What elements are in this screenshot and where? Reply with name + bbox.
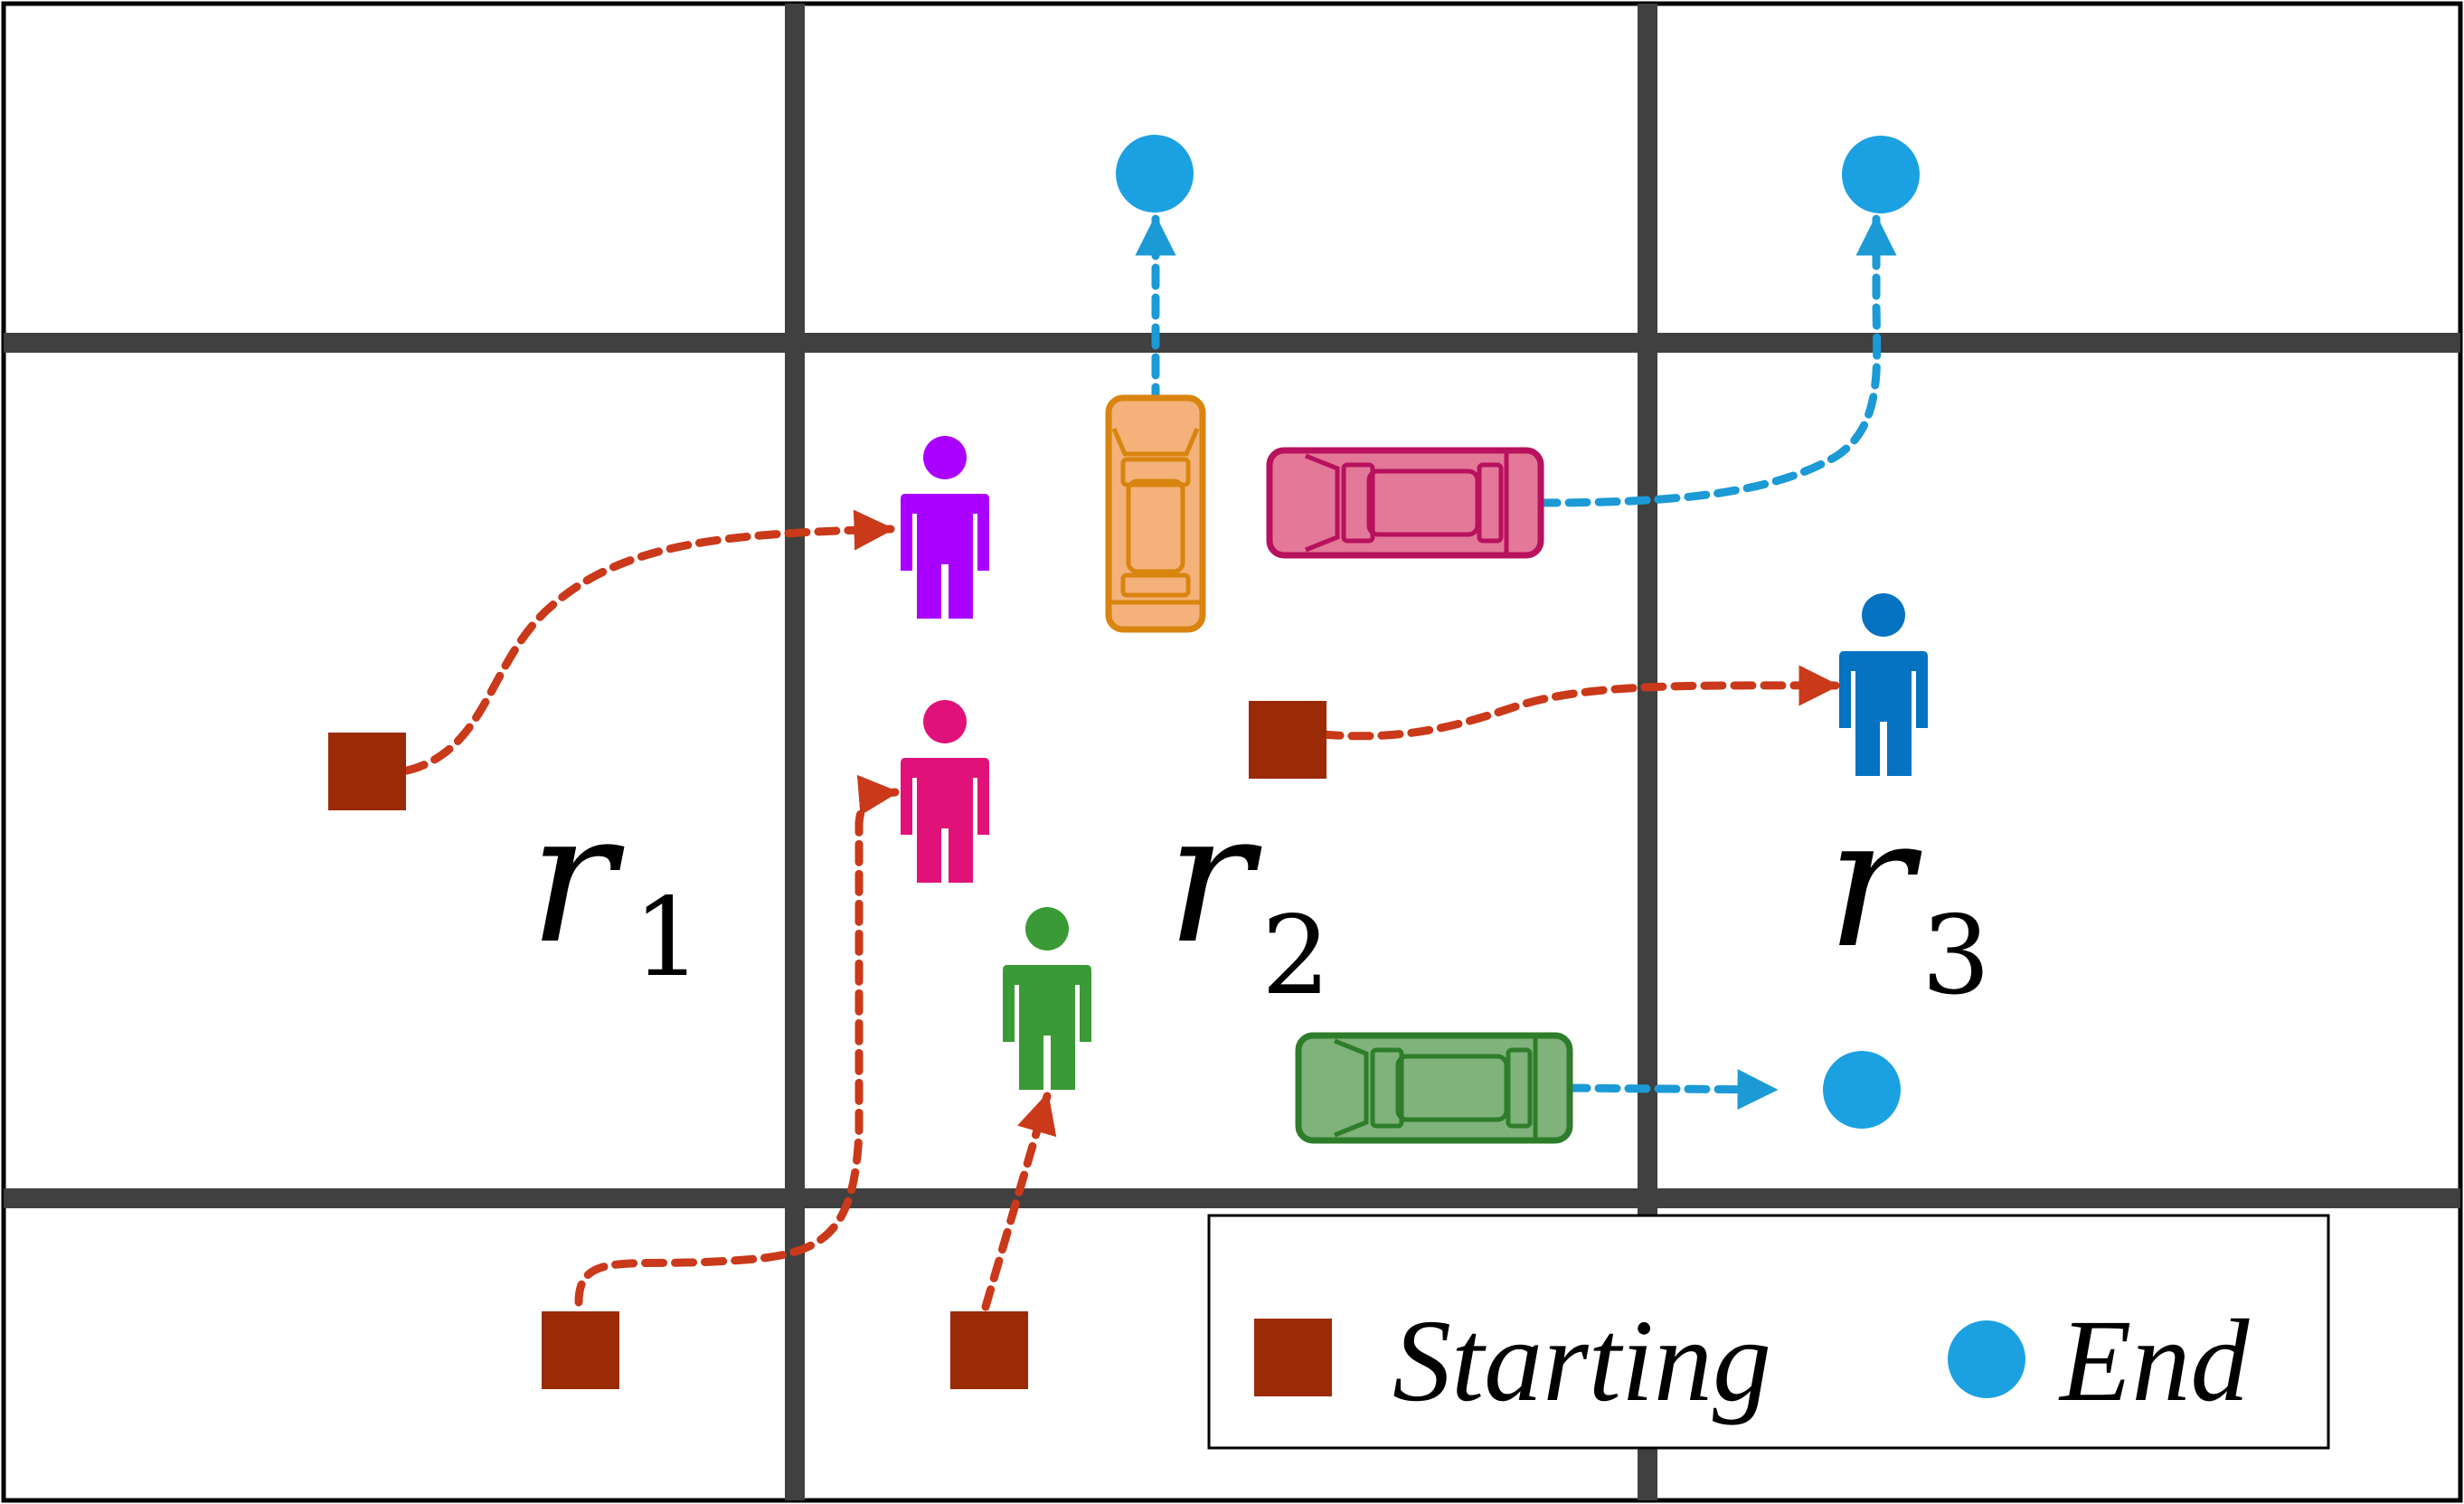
trajectories-from-vehicles: [1135, 214, 1897, 1111]
legend: Starting End: [1207, 1214, 2330, 1450]
region-label-r2-sub: 2: [1261, 894, 1330, 1019]
trajectory-to-magenta-person: [574, 774, 900, 1307]
end-marker: [1842, 136, 1920, 213]
trajectory-pink-car-to-end: [1534, 214, 1897, 507]
start-marker: [1249, 701, 1326, 779]
trajectory-to-blue-person: [1317, 665, 1840, 741]
end-marker: [1823, 1051, 1901, 1129]
region-label-r1-base: r: [529, 773, 625, 984]
trajectory-green-car-to-end: [1564, 1069, 1779, 1111]
region-label-r2: r 2: [1166, 773, 1330, 1019]
car-orange-icon: [1105, 394, 1206, 633]
trajectories-to-persons: [402, 509, 1840, 1311]
legend-start-marker: [1254, 1319, 1332, 1396]
region-label-r1: r 1: [529, 773, 702, 1001]
legend-box: [1207, 1214, 2330, 1450]
legend-end-label: End: [2058, 1296, 2250, 1426]
trajectory-to-purple-person: [402, 509, 895, 775]
car-green-icon: [1295, 1032, 1573, 1144]
legend-end-marker: [1948, 1320, 2025, 1398]
end-markers: [1116, 135, 1920, 1129]
region-label-r1-sub: 1: [633, 875, 702, 1001]
start-marker: [542, 1311, 619, 1389]
region-label-r2-base: r: [1166, 773, 1262, 984]
car-pink-icon: [1266, 447, 1544, 559]
trajectory-to-green-person: [981, 1092, 1057, 1311]
start-marker: [328, 733, 406, 810]
region-label-r3-sub: 3: [1921, 894, 1990, 1019]
legend-start-label: Starting: [1392, 1296, 1771, 1426]
region-label-r3-base: r: [1827, 778, 1922, 988]
start-marker: [950, 1311, 1028, 1389]
end-marker: [1116, 135, 1194, 213]
start-markers: [328, 701, 1326, 1389]
region-label-r3: r 3: [1827, 778, 1990, 1019]
